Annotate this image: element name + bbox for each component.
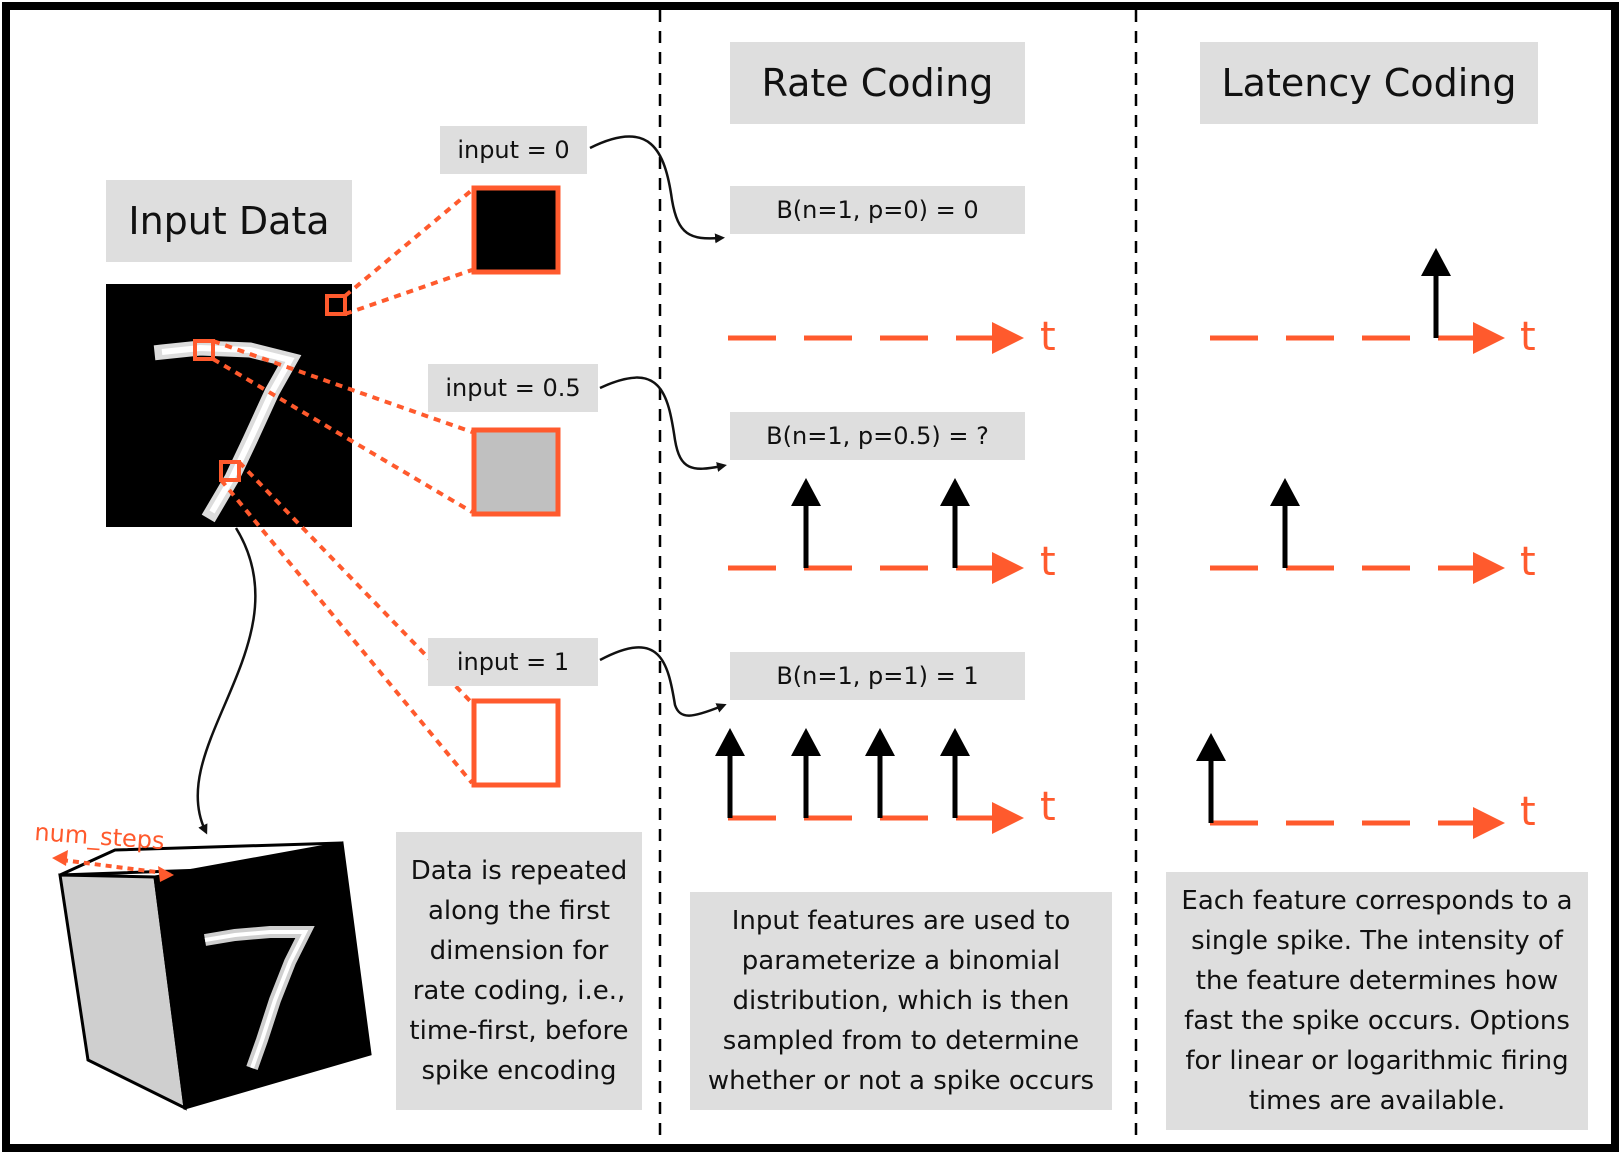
spike-head xyxy=(715,728,745,756)
time-axis-arrowhead xyxy=(1473,322,1505,354)
spike-head xyxy=(940,478,970,506)
label-input-zero: input = 0 xyxy=(440,126,587,174)
caption-latency: Each feature corresponds to a single spi… xyxy=(1166,872,1588,1130)
pixel-highlight-half xyxy=(219,460,241,482)
time-axis-arrowhead xyxy=(992,552,1024,584)
rate-time-label-1: t xyxy=(1040,314,1056,360)
num-steps-label: num_steps xyxy=(34,818,166,855)
latency-train-p0 xyxy=(1210,248,1505,354)
latency-train-p05 xyxy=(1210,478,1505,584)
rate-train-p1 xyxy=(715,728,1024,834)
num-steps-arrow xyxy=(52,850,174,882)
heading-input-data: Input Data xyxy=(106,180,352,262)
arrow-input-half xyxy=(599,376,727,472)
latency-train-p1 xyxy=(1196,733,1505,839)
pixel-square-black xyxy=(471,185,561,275)
spike-head xyxy=(791,728,821,756)
spike-head xyxy=(1421,248,1451,276)
label-input-half: input = 0.5 xyxy=(428,364,598,412)
formula-p05: B(n=1, p=0.5) = ? xyxy=(730,412,1025,460)
repeat-arrow xyxy=(196,527,257,835)
rate-train-p05 xyxy=(728,478,1024,584)
latency-spike-trains xyxy=(1196,248,1505,839)
spike-head xyxy=(791,478,821,506)
latency-time-label-2: t xyxy=(1520,539,1536,585)
time-repeated-cube xyxy=(58,841,372,1111)
label-input-one: input = 1 xyxy=(428,638,598,686)
latency-time-label-3: t xyxy=(1520,789,1536,835)
pixel-square-white xyxy=(471,698,561,788)
time-axis-arrowhead xyxy=(1473,807,1505,839)
rate-time-label-3: t xyxy=(1040,784,1056,830)
formula-p0: B(n=1, p=0) = 0 xyxy=(730,186,1025,234)
caption-input: Data is repeated along the first dimensi… xyxy=(396,832,642,1110)
arrow-input-one xyxy=(599,646,727,717)
pixel-highlight-one xyxy=(193,339,215,361)
spike-head xyxy=(1270,478,1300,506)
spike-head xyxy=(865,728,895,756)
spike-head xyxy=(940,728,970,756)
spike-head xyxy=(1196,733,1226,761)
time-axis-arrowhead xyxy=(1473,552,1505,584)
rate-time-label-2: t xyxy=(1040,539,1056,585)
heading-rate-coding: Rate Coding xyxy=(730,42,1025,124)
rate-train-p0 xyxy=(728,322,1024,354)
arrow-input-zero xyxy=(589,135,725,244)
formula-p1: B(n=1, p=1) = 1 xyxy=(730,652,1025,700)
time-axis-arrowhead xyxy=(992,322,1024,354)
rate-spike-trains xyxy=(715,322,1024,834)
input-digit-image xyxy=(106,284,352,527)
latency-time-label-1: t xyxy=(1520,314,1536,360)
time-axis-arrowhead xyxy=(992,802,1024,834)
heading-latency-coding: Latency Coding xyxy=(1200,42,1538,124)
caption-rate: Input features are used to parameterize … xyxy=(690,892,1112,1110)
pixel-highlight-zero xyxy=(325,294,347,316)
pixel-square-gray xyxy=(471,427,561,517)
